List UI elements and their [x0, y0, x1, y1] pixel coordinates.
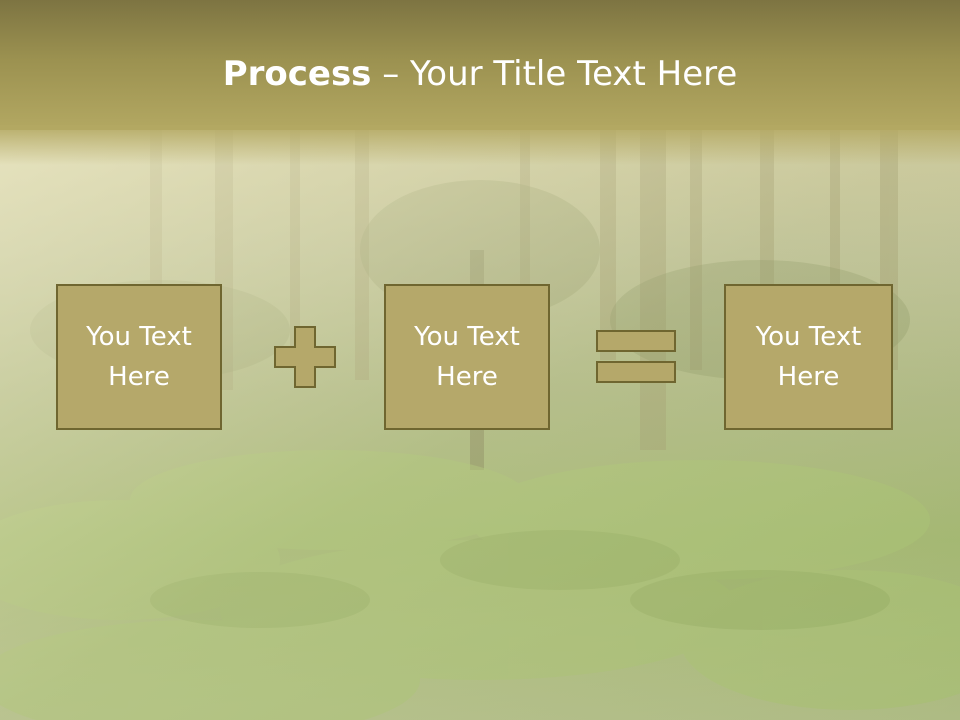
title-bar-fade — [0, 125, 960, 165]
process-box-3-text: You Text Here — [755, 322, 862, 392]
process-box-2-text: You Text Here — [414, 322, 520, 392]
process-box-2[interactable]: You Text Here — [384, 284, 550, 430]
title-bold-text: Process — [222, 54, 372, 94]
process-box-1[interactable]: You Text Here — [56, 284, 222, 430]
equals-icon — [596, 330, 676, 383]
process-box-3[interactable]: You Text Here — [724, 284, 893, 430]
title-rest-text: – Your Title Text Here — [371, 54, 738, 94]
title-bar — [0, 0, 960, 130]
plus-icon — [274, 326, 336, 388]
slide-title[interactable]: Process – Your Title Text Here — [0, 52, 960, 96]
process-box-1-text: You Text Here — [86, 322, 192, 392]
